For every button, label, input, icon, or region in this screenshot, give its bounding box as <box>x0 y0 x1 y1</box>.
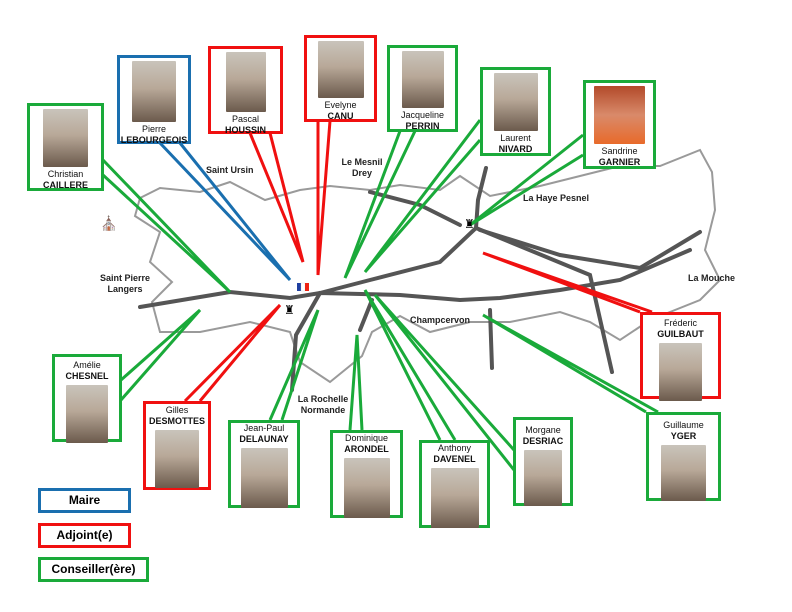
portrait-photo <box>661 445 706 501</box>
place-saint-pierre-langers: Saint Pierre Langers <box>99 273 151 294</box>
first-name: Laurent <box>500 133 531 143</box>
callout-lines <box>101 119 659 471</box>
last-name: HOUSSIN <box>224 125 266 135</box>
place-mesnil-drey: Le Mesnil Drey <box>341 157 383 178</box>
commune-outline <box>133 148 722 384</box>
roads <box>138 166 702 392</box>
portrait-photo <box>594 86 645 144</box>
last-name: DESMOTTES <box>148 416 205 426</box>
legend-conseiller: Conseiller(ère) <box>38 557 149 582</box>
first-name: Jacqueline <box>400 110 445 120</box>
first-name: Pierre <box>141 124 166 134</box>
last-name: YGER <box>670 431 697 441</box>
portrait-photo <box>155 430 199 488</box>
townhall-icon: ♜ <box>284 303 295 317</box>
last-name: ARONDEL <box>344 444 389 454</box>
place-la-rochelle-normande: La Rochelle Normande <box>297 394 349 415</box>
first-name: Guillaume <box>663 420 704 430</box>
castle-icon: ♜ <box>464 217 475 231</box>
legend-adjoint: Adjoint(e) <box>38 523 131 548</box>
portrait-photo <box>317 41 364 98</box>
first-name: Dominique <box>344 433 389 443</box>
church-icon: ⛪ <box>100 214 117 232</box>
flag-icon <box>297 282 309 292</box>
legend-maire: Maire <box>38 488 131 513</box>
last-name: CHESNEL <box>65 371 109 381</box>
first-name: Pascal <box>231 114 259 124</box>
portrait-photo <box>43 109 88 167</box>
place-haye-pesnel: La Haye Pesnel <box>523 193 590 203</box>
place-champcervon: Champcervon <box>410 315 471 325</box>
portrait-photo <box>401 51 444 108</box>
last-name: NIVARD <box>498 144 533 154</box>
portrait-photo <box>132 61 176 122</box>
first-name: Fréderic <box>663 318 697 328</box>
last-name: GARNIER <box>598 157 641 167</box>
last-name: PERRIN <box>405 121 440 131</box>
portrait-photo <box>430 468 479 528</box>
last-name: DAVENEL <box>433 454 476 464</box>
last-name: GUILBAUT <box>657 329 704 339</box>
first-name: Christian <box>47 169 84 179</box>
first-name: Evelyne <box>324 100 357 110</box>
portrait-photo <box>66 385 108 443</box>
portrait-photo <box>225 52 266 112</box>
portrait-photo <box>240 448 288 508</box>
portrait-photo <box>493 73 538 131</box>
first-name: Jean-Paul <box>243 423 285 433</box>
first-name: Anthony <box>437 443 472 453</box>
last-name: DESRIAC <box>522 436 564 446</box>
last-name: CAILLERE <box>43 180 88 190</box>
last-name: LEBOURGEOIS <box>120 135 188 145</box>
first-name: Gilles <box>165 405 189 415</box>
portrait-photo <box>659 343 702 401</box>
first-name: Morgane <box>525 425 561 435</box>
first-name: Amélie <box>73 360 101 370</box>
portrait-photo <box>343 458 390 518</box>
last-name: DELAUNAY <box>239 434 289 444</box>
place-saint-ursin: Saint Ursin <box>206 165 254 175</box>
last-name: CANU <box>327 111 354 121</box>
place-la-mouche: La Mouche <box>688 273 736 283</box>
portrait-photo <box>524 450 562 506</box>
first-name: Sandrine <box>601 146 638 156</box>
